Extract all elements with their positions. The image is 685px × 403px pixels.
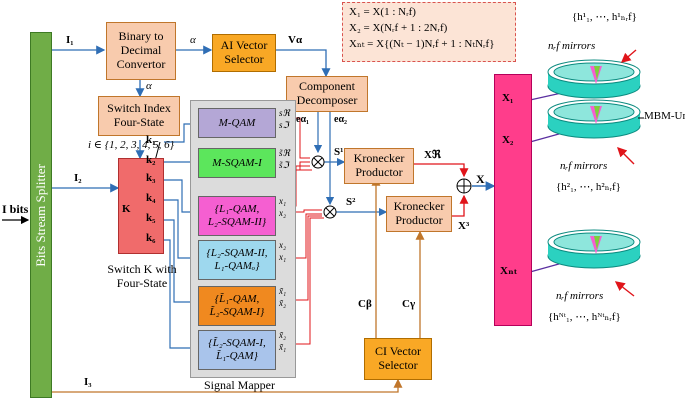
mapper-output-3: s̃ℜ — [279, 148, 290, 158]
i3-label: I₃ — [84, 376, 92, 388]
mbm-ring-mid-icon — [547, 99, 641, 139]
modulation-block-3: {L₁-QAM,L₂-SQAM-II} — [198, 196, 276, 236]
i-bits-label: I bits — [2, 202, 29, 216]
switch-k-caption: Switch K with Four-State — [107, 262, 177, 290]
c-gamma-label: Cγ — [402, 298, 416, 310]
mapper-output-1: sℜ — [279, 108, 290, 118]
modulation-block-6: {L̃₂-SQAM-I,L̃₁-QAM} — [198, 330, 276, 370]
mirror-set-bottom: {hᴺᵗ₁, ⋯, hᴺᵗₙᵣf} — [548, 311, 621, 323]
x-label: X — [476, 172, 485, 186]
x2-output-label: X₂ — [502, 134, 514, 146]
x1-output-label: X₁ — [502, 92, 514, 104]
modulation-block-2: M-SQAM-I — [198, 148, 276, 178]
i1-label: I₁ — [66, 34, 74, 46]
modulation-block-1: M-QAM — [198, 108, 276, 138]
mirror-label-top: nᵣf mirrors — [548, 40, 596, 52]
modulation-block-line1: {L̃₂-SQAM-I, — [208, 337, 266, 350]
mapper-output-4: s̃ℑ — [279, 160, 289, 170]
binary-decimal-convertor: Binary to Decimal Convertor — [106, 22, 176, 80]
switch-k-center-label: K — [122, 203, 131, 215]
mapper-output-9: x̃₁ — [279, 286, 287, 296]
switch-index-four-state: Switch Index Four-State — [98, 96, 180, 136]
mapper-output-10: x̃₂ — [279, 298, 287, 308]
ai-vector-selector: AI Vector Selector — [212, 34, 276, 72]
modulation-block-line1: M-SQAM-I — [212, 156, 262, 169]
switch-k-output-5: k₅ — [146, 212, 156, 224]
c-beta-label: Cβ — [358, 298, 372, 310]
modulation-block-line2: L̃₁-QAM} — [216, 350, 258, 362]
modulation-block-5: {L̃₁-QAM,L̃₂-SQAM-I} — [198, 286, 276, 326]
modulation-block-line2: L₁-QAMₒ} — [214, 260, 260, 272]
mirror-set-mid: {h²₁, ⋯, h²ₙᵣf} — [556, 181, 621, 193]
signal-mapper-label: Signal Mapper — [204, 378, 275, 392]
mapper-output-11: x̃₂ — [279, 330, 287, 340]
modulation-block-4: {L₂-SQAM-II,L₁-QAMₒ} — [198, 240, 276, 280]
component-decomposer: Component Decomposer — [286, 76, 368, 112]
equation-2: X₂ = X(Nᵣf + 1 : 2Nᵣf) — [349, 21, 448, 34]
mapper-output-5: x₁ — [279, 196, 287, 206]
x-vector-block — [494, 74, 532, 326]
mapper-output-7: x₂ — [279, 240, 287, 250]
mbm-ring-bottom-icon — [547, 229, 641, 269]
equations-box: X₁ = X(1 : Nᵣf) X₂ = X(Nᵣf + 1 : 2Nᵣf) X… — [342, 2, 516, 62]
e-alpha2-label: eα₂ — [334, 114, 348, 125]
xnt-output-label: Xₙₜ — [500, 265, 518, 277]
modulation-block-line1: M-QAM — [218, 116, 256, 129]
equation-1: X₁ = X(1 : Nᵣf) — [349, 6, 416, 18]
mirror-label-mid: nᵣf mirrors — [560, 160, 608, 172]
equation-3: Xₙₜ = X{(Nₜ − 1)Nᵣf + 1 : NₜNᵣf} — [349, 37, 495, 50]
x3-label: X³ — [458, 220, 470, 232]
i2-label: I₂ — [74, 172, 82, 184]
switch-k-output-4: k₄ — [146, 192, 156, 204]
modulation-block-line2: L₂-SQAM-II} — [207, 216, 267, 228]
kronecker-productor-2: Kronecker Productor — [386, 196, 452, 232]
alpha-label-1: α — [190, 34, 196, 46]
v-alpha-label: Vα — [288, 34, 303, 46]
kronecker-productor-1: Kronecker Productor — [344, 148, 414, 184]
mapper-output-2: sℑ — [279, 120, 289, 130]
modulation-block-line1: {L₂-SQAM-II, — [206, 247, 268, 260]
alpha-label-2: α — [146, 80, 152, 92]
mbm-ring-top-icon — [547, 59, 641, 99]
mapper-output-8: x₁ — [279, 252, 287, 262]
bits-stream-splitter: Bits Stream Splitter — [30, 32, 52, 398]
mapper-output-12: x̃₁ — [279, 342, 287, 352]
modulation-block-line1: {L̃₁-QAM, — [214, 293, 260, 306]
s2-label: S² — [346, 196, 356, 208]
s1-label: S¹ — [334, 146, 344, 158]
mirror-set-top: {h¹₁, ⋯, h¹ₙᵣf} — [572, 11, 637, 23]
xr-label: Xℜ — [424, 149, 441, 161]
switch-k-output-3: k₃ — [146, 172, 156, 184]
ci-vector-selector: CI Vector Selector — [364, 338, 432, 380]
mapper-output-6: x₂ — [279, 208, 287, 218]
switch-k — [118, 158, 164, 254]
switch-k-output-6: k₆ — [146, 232, 156, 244]
switch-k-output-1: k₁ — [146, 134, 156, 146]
modulation-block-line1: {L₁-QAM, — [214, 203, 260, 216]
e-alpha1-label: eα₁ — [296, 114, 310, 125]
modulation-block-line2: L̃₂-SQAM-I} — [209, 306, 265, 318]
index-set-label: i ∈ {1, 2, 3, 4, 5, 6} — [88, 139, 174, 151]
switch-k-output-2: k₂ — [146, 154, 156, 166]
mirror-label-bottom: nᵣf mirrors — [556, 290, 604, 302]
mbm-unit-label: MBM-Unit — [644, 110, 685, 122]
